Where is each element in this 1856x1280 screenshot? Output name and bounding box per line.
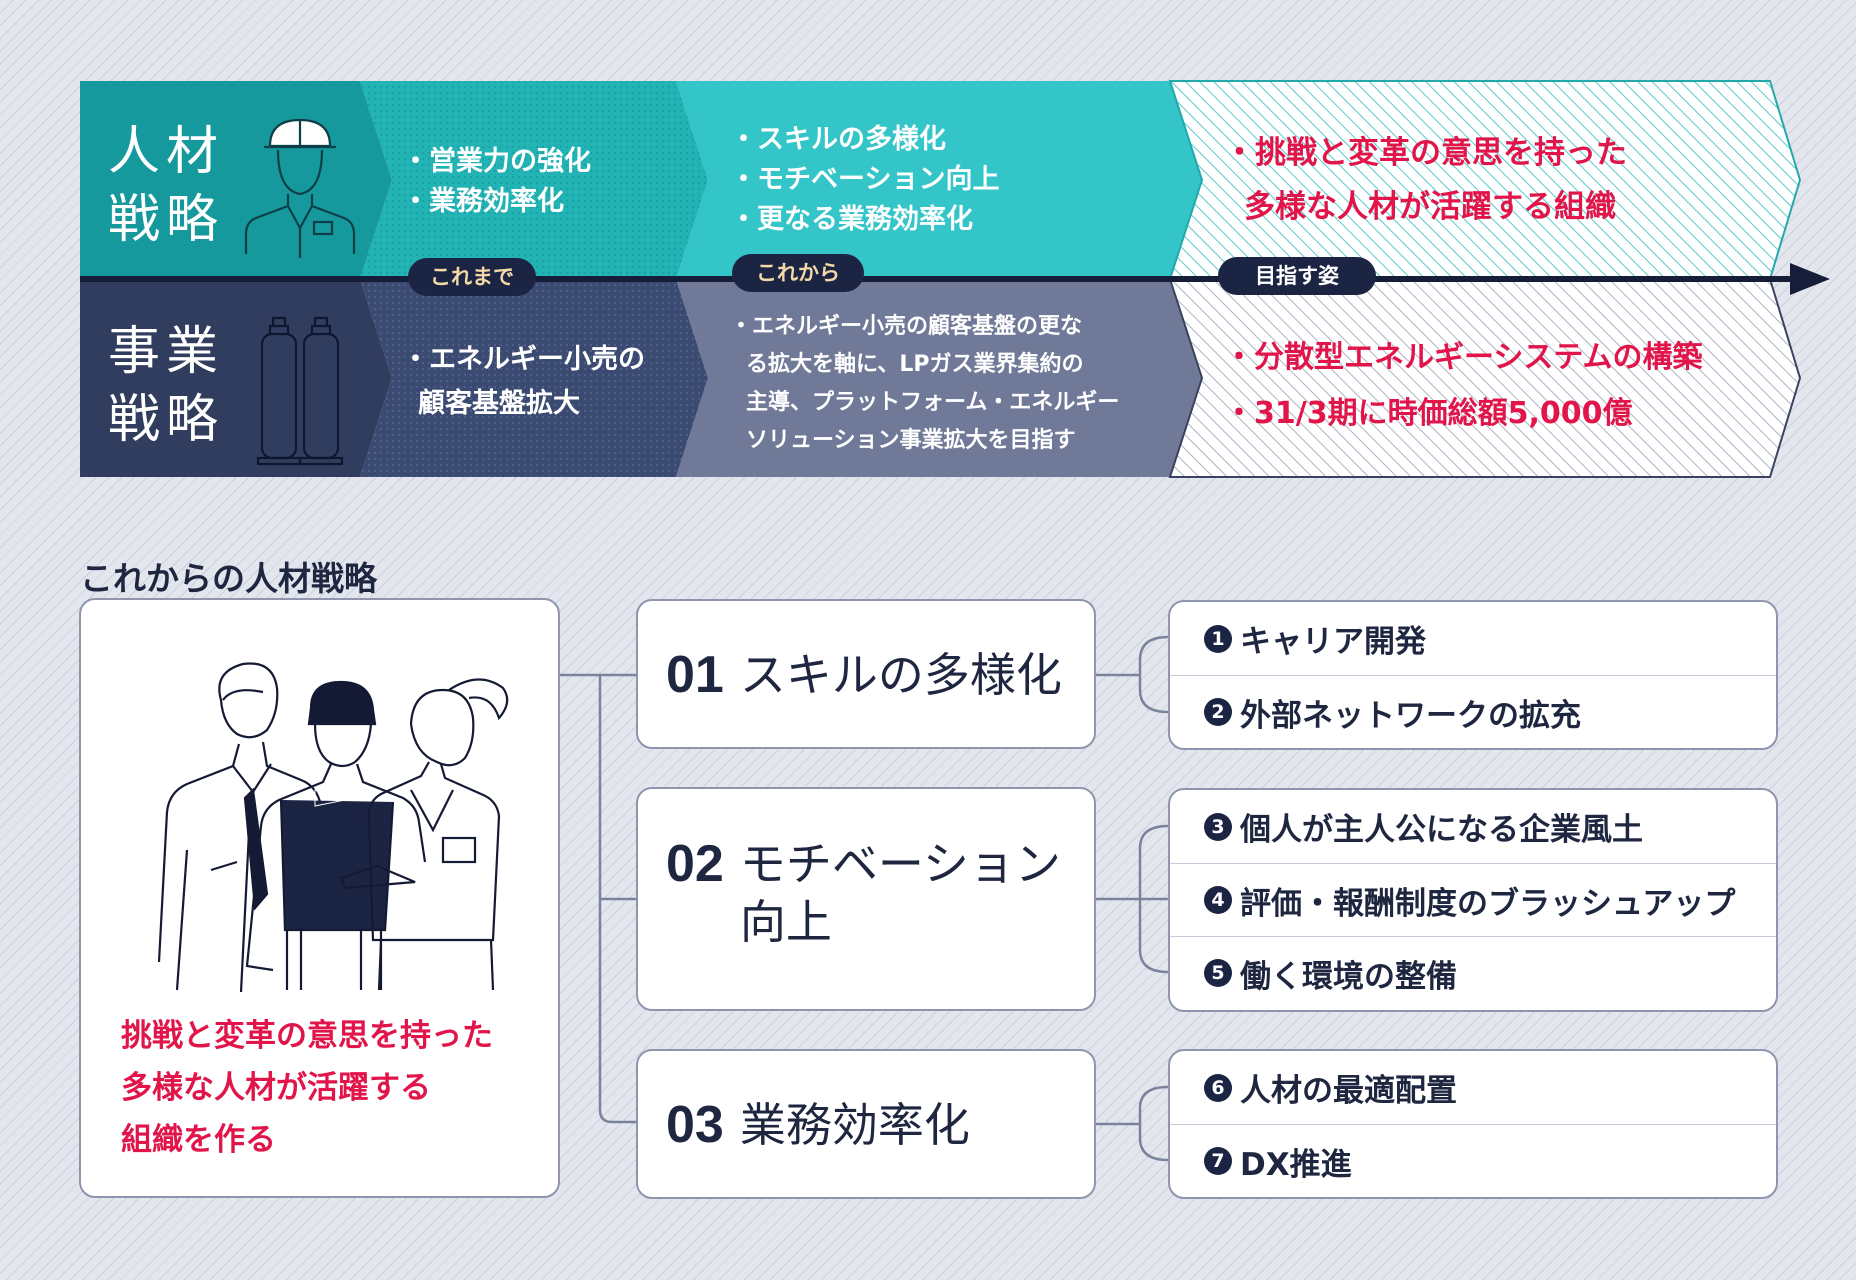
biz-goal-line: ・31/3期に時価総額5,000億 [1224,396,1633,431]
strategy-label-line: モチベーション [739,837,1061,891]
strategy-card-02: 02 モチベーション 向上 [636,787,1096,1011]
hr-strategy-label: 人材 戦略 [108,118,224,254]
item-box-01: 1 キャリア開発 2 外部ネットワークの拡充 [1168,600,1778,750]
hr-future-item: ・モチベーション向上 [730,164,1000,195]
team-illustration [157,662,509,993]
goal-line: 多様な人材が活躍する [121,1070,431,1106]
biz-past-item: 顧客基盤拡大 [418,388,580,419]
biz-past-text: ・エネルギー小売の 顧客基盤拡大 [402,338,645,426]
list-item: 6 人材の最適配置 [1170,1051,1776,1124]
biz-label-line2: 戦略 [108,390,225,450]
strategy-card-01: 01 スキルの多様化 [636,599,1096,749]
strategy-number: 01 [666,646,724,704]
strategy-number: 03 [666,1096,724,1154]
hr-future-text: ・スキルの多様化 ・モチベーション向上 ・更なる業務効率化 [730,120,999,240]
list-item: 7 DX推進 [1170,1124,1776,1197]
biz-past-panel [360,279,708,477]
biz-future-text: ・エネルギー小売の顧客基盤の更な る拡大を軸に、LPガス業界集約の 主導、プラッ… [730,308,1119,460]
item-text: 外部ネットワークの拡充 [1240,697,1581,734]
strategy-label-line: 向上 [739,895,832,949]
strategy-label: スキルの多様化 [739,648,1062,702]
item-text: 働く環境の整備 [1240,958,1457,995]
goal-line: 組織を作る [121,1122,276,1158]
goal-statement: 挑戦と変革の意思を持った 多様な人材が活躍する 組織を作る [121,1010,541,1166]
item-text: キャリア開発 [1240,624,1426,660]
worker-icon [244,118,356,258]
businessman-figure [157,662,351,993]
timeline-arrowhead [1790,263,1830,295]
biz-label-line1: 事業 [108,322,225,382]
hr-past-item: ・営業力の強化 [402,146,591,177]
biz-strategy-label: 事業 戦略 [108,318,224,454]
gas-cylinder-icon [256,316,344,466]
biz-future-panel [676,279,1202,477]
worker-figure [245,680,427,990]
strategy-roadmap [80,80,1830,478]
list-item: 2 外部ネットワークの拡充 [1170,675,1776,748]
item-text: 評価・報酬制度のブラッシュアップ [1240,885,1736,922]
strategy-label: モチベーション 向上 [740,835,1061,951]
list-item: 3 個人が主人公になる企業風土 [1170,790,1776,863]
hr-past-panel [360,81,708,279]
biz-goal-text: ・分散型エネルギーシステムの構築 ・31/3期に時価総額5,000億 [1224,330,1703,442]
hr-past-text: ・営業力の強化 ・業務効率化 [402,142,591,222]
list-item: 1 キャリア開発 [1170,602,1776,675]
item-box-02: 3 個人が主人公になる企業風土 4 評価・報酬制度のブラッシュアップ 5 働く環境の整… [1168,788,1778,1012]
goal-line: 挑戦と変革の意思を持った [121,1018,493,1054]
section-title: これからの人材戦略 [80,559,377,598]
number-badge: 2 [1204,698,1232,726]
number-badge: 4 [1204,886,1232,914]
item-text: 個人が主人公になる企業風土 [1240,812,1643,848]
timeline-label-goal: 目指す姿 [1218,257,1376,295]
strategy-label: 業務効率化 [739,1098,970,1152]
hr-goal-line: 多様な人材が活躍する組織 [1244,189,1616,225]
item-text: DX推進 [1240,1146,1352,1183]
number-badge: 1 [1204,624,1232,653]
strategy-card-03: 03 業務効率化 [636,1049,1096,1199]
biz-future-line: る拡大を軸に、LPガス業界集約の [746,352,1084,377]
worker-woman-figure [339,678,509,991]
hr-future-item: ・スキルの多様化 [730,124,946,155]
biz-future-line: ソリューション事業拡大を目指す [746,428,1076,453]
biz-future-line: 主導、プラットフォーム・エネルギー [746,390,1120,415]
biz-past-item: ・エネルギー小売の [402,344,645,375]
number-badge: 5 [1204,959,1232,987]
biz-label-panel [80,279,392,477]
goal-card: 挑戦と変革の意思を持った 多様な人材が活躍する 組織を作る [79,598,560,1198]
number-badge: 6 [1204,1073,1232,1102]
strategy-number: 02 [666,835,724,893]
item-text: 人材の最適配置 [1240,1073,1457,1109]
hr-goal-text: ・挑戦と変革の意思を持った 多様な人材が活躍する組織 [1224,126,1627,234]
hr-label-line1: 人材 [108,122,225,182]
list-item: 5 働く環境の整備 [1170,936,1776,1009]
timeline-label-past: これまで [408,258,536,296]
item-box-03: 6 人材の最適配置 7 DX推進 [1168,1049,1778,1199]
list-item: 4 評価・報酬制度のブラッシュアップ [1170,863,1776,936]
hr-future-panel [676,81,1202,279]
hr-goal-line: ・挑戦と変革の意思を持った [1224,135,1627,171]
hr-past-item: ・業務効率化 [402,186,564,217]
number-badge: 3 [1204,812,1232,841]
biz-future-line: ・エネルギー小売の顧客基盤の更な [730,314,1083,339]
timeline-label-future: これから [732,254,864,292]
number-badge: 7 [1204,1147,1232,1175]
biz-goal-line: ・分散型エネルギーシステムの構築 [1224,340,1703,375]
hr-label-line2: 戦略 [108,190,225,250]
hr-future-item: ・更なる業務効率化 [730,204,973,235]
